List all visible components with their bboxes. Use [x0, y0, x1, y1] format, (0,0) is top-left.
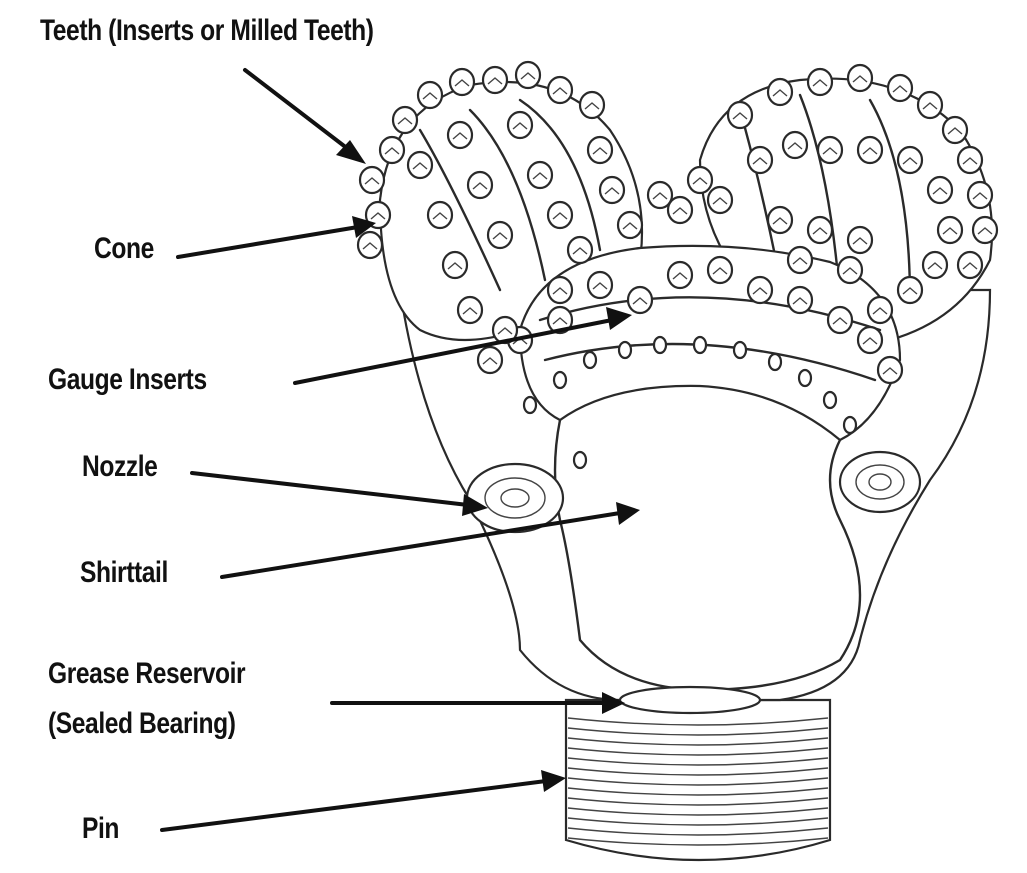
- insert-tooth: [360, 167, 384, 193]
- label-pin: Pin: [82, 812, 119, 845]
- insert-tooth: [408, 152, 432, 178]
- insert-tooth: [788, 247, 812, 273]
- label-cone: Cone: [94, 232, 154, 265]
- insert-tooth: [818, 137, 842, 163]
- gauge-insert: [584, 352, 596, 368]
- insert-tooth: [938, 217, 962, 243]
- gauge-insert: [574, 452, 586, 468]
- insert-tooth: [628, 287, 652, 313]
- insert-tooth: [478, 347, 502, 373]
- insert-tooth: [788, 287, 812, 313]
- label-grease-reservoir: Grease Reservoir: [48, 657, 245, 690]
- insert-tooth: [548, 202, 572, 228]
- insert-tooth: [968, 182, 992, 208]
- insert-tooth: [958, 147, 982, 173]
- insert-tooth: [858, 137, 882, 163]
- gauge-insert: [824, 392, 836, 408]
- insert-tooth: [828, 307, 852, 333]
- insert-tooth: [508, 112, 532, 138]
- gauge-insert: [734, 342, 746, 358]
- insert-tooth: [783, 132, 807, 158]
- insert-tooth: [768, 79, 792, 105]
- nozzle-right: [840, 452, 920, 512]
- insert-tooth: [808, 69, 832, 95]
- insert-tooth: [748, 277, 772, 303]
- insert-tooth: [888, 75, 912, 101]
- insert-tooth: [858, 327, 882, 353]
- gauge-insert: [769, 354, 781, 370]
- insert-tooth: [848, 65, 872, 91]
- insert-tooth: [648, 182, 672, 208]
- grease-reservoir: [620, 687, 760, 713]
- insert-tooth: [418, 82, 442, 108]
- insert-tooth: [708, 187, 732, 213]
- insert-tooth: [928, 177, 952, 203]
- insert-tooth: [618, 212, 642, 238]
- insert-tooth: [878, 357, 902, 383]
- gauge-insert: [554, 372, 566, 388]
- nozzle-left: [467, 464, 563, 532]
- gauge-insert: [654, 337, 666, 353]
- insert-tooth: [898, 277, 922, 303]
- label-gauge-inserts: Gauge Inserts: [48, 363, 207, 396]
- insert-tooth: [528, 162, 552, 188]
- insert-tooth: [448, 122, 472, 148]
- insert-tooth: [848, 227, 872, 253]
- insert-tooth: [748, 147, 772, 173]
- insert-tooth: [868, 297, 892, 323]
- gauge-insert: [694, 337, 706, 353]
- insert-tooth: [516, 62, 540, 88]
- insert-tooth: [428, 202, 452, 228]
- insert-tooth: [943, 117, 967, 143]
- insert-tooth: [708, 257, 732, 283]
- insert-tooth: [488, 222, 512, 248]
- insert-tooth: [923, 252, 947, 278]
- insert-tooth: [393, 107, 417, 133]
- insert-tooth: [380, 137, 404, 163]
- gauge-insert: [844, 417, 856, 433]
- gauge-insert: [524, 397, 536, 413]
- label-teeth: Teeth (Inserts or Milled Teeth): [40, 14, 374, 47]
- insert-tooth: [600, 177, 624, 203]
- insert-tooth: [588, 272, 612, 298]
- insert-tooth: [958, 252, 982, 278]
- pin-drawing: [566, 700, 830, 860]
- insert-tooth: [483, 67, 507, 93]
- insert-tooth: [768, 207, 792, 233]
- insert-tooth: [728, 102, 752, 128]
- insert-tooth: [918, 92, 942, 118]
- insert-tooth: [580, 92, 604, 118]
- label-nozzle: Nozzle: [82, 450, 157, 483]
- label-shirttail: Shirttail: [80, 556, 168, 589]
- insert-tooth: [443, 252, 467, 278]
- insert-tooth: [450, 69, 474, 95]
- insert-tooth: [588, 137, 612, 163]
- insert-tooth: [808, 217, 832, 243]
- insert-tooth: [668, 262, 692, 288]
- insert-tooth: [458, 297, 482, 323]
- label-sealed-bearing: (Sealed Bearing): [48, 707, 236, 740]
- insert-tooth: [468, 172, 492, 198]
- insert-tooth: [358, 232, 382, 258]
- insert-tooth: [548, 77, 572, 103]
- insert-tooth: [568, 237, 592, 263]
- insert-tooth: [838, 257, 862, 283]
- insert-tooth: [688, 167, 712, 193]
- gauge-insert: [619, 342, 631, 358]
- insert-tooth: [548, 277, 572, 303]
- insert-tooth: [973, 217, 997, 243]
- insert-tooth: [898, 147, 922, 173]
- gauge-insert: [799, 370, 811, 386]
